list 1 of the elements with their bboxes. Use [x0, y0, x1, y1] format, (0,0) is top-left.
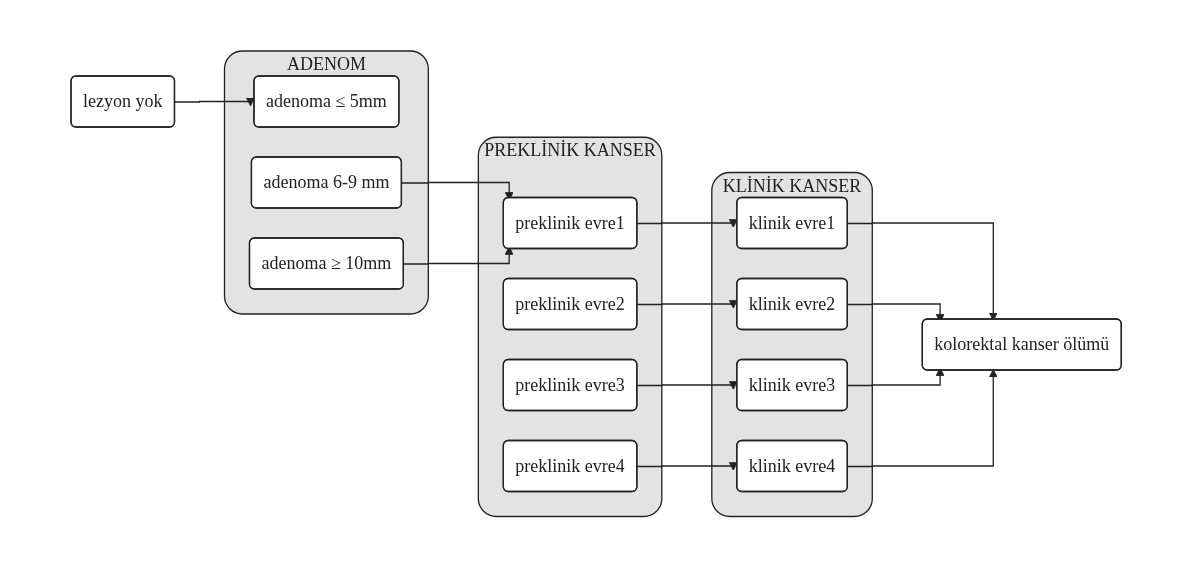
- arrow: [847, 368, 999, 467]
